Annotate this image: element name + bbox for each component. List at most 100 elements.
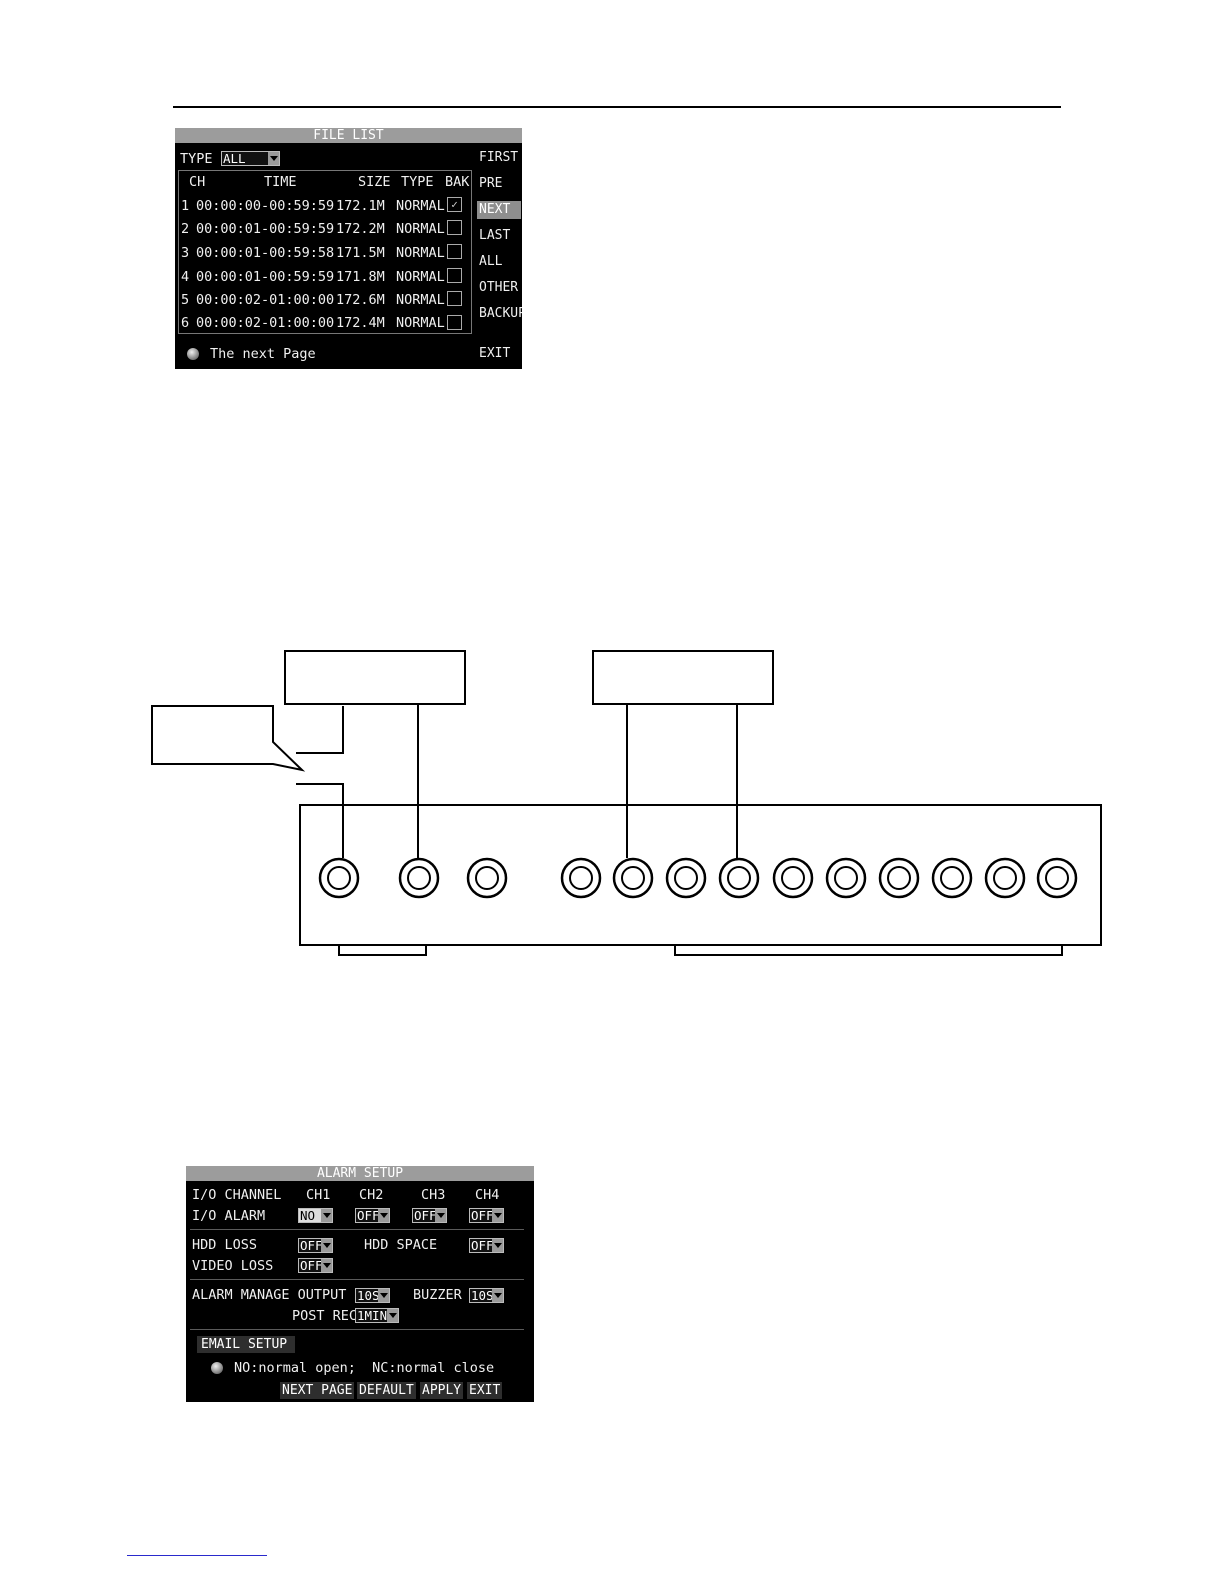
io-alarm-ch2-value: OFF [357, 1208, 380, 1223]
io-alarm-ch4-value: OFF [471, 1208, 494, 1223]
io-alarm-ch1-dropdown[interactable]: NO [298, 1208, 333, 1223]
divider [190, 1229, 524, 1230]
all-button[interactable]: ALL [479, 254, 503, 269]
buzzer-value: 10S [471, 1288, 494, 1303]
type-filter-label: TYPE [180, 151, 213, 167]
leader-line [296, 783, 344, 858]
panel-button-3 [466, 857, 508, 899]
video-loss-dropdown[interactable]: OFF [298, 1258, 333, 1273]
type-filter-value: ALL [223, 151, 246, 166]
exit-button[interactable]: EXIT [467, 1382, 503, 1399]
hdd-space-dropdown[interactable]: OFF [469, 1238, 504, 1253]
chevron-down-icon [378, 1289, 389, 1302]
hdd-loss-dropdown[interactable]: OFF [298, 1238, 333, 1253]
hint-text: NO:normal open; NC:normal close [234, 1360, 495, 1376]
email-setup-button[interactable]: EMAIL SETUP [197, 1336, 296, 1353]
io-alarm-ch3-dropdown[interactable]: OFF [412, 1208, 447, 1223]
panel-button-12 [984, 857, 1026, 899]
buzzer-dropdown[interactable]: 10S [469, 1288, 504, 1303]
panel-button-10 [878, 857, 920, 899]
chevron-down-icon [321, 1259, 332, 1272]
backup-checkbox[interactable] [447, 268, 462, 283]
next-button[interactable]: NEXT [477, 201, 521, 219]
row-time: 00:00:01-00:59:59 [196, 221, 335, 237]
table-row[interactable]: 6 00:00:02-01:00:00 172.4M NORMAL [179, 314, 471, 334]
file-list-title: FILE LIST [175, 128, 522, 143]
exit-button[interactable]: EXIT [479, 346, 511, 361]
row-type: NORMAL [396, 245, 445, 261]
panel-button-2 [398, 857, 440, 899]
table-row[interactable]: 1 00:00:00-00:59:59 172.1M NORMAL ✓ [179, 196, 471, 218]
io-alarm-label: I/O ALARM [192, 1208, 266, 1224]
chevron-down-icon [321, 1209, 332, 1222]
device-foot-left [338, 945, 427, 956]
buzzer-label: BUZZER [413, 1287, 462, 1303]
table-row[interactable]: 4 00:00:01-00:59:59 171.8M NORMAL [179, 267, 471, 289]
post-rec-dropdown[interactable]: 1MIN [355, 1308, 399, 1323]
table-row[interactable]: 3 00:00:01-00:59:58 171.5M NORMAL [179, 243, 471, 265]
first-button[interactable]: FIRST [479, 150, 519, 165]
chevron-down-icon [492, 1209, 503, 1222]
backup-checkbox[interactable]: ✓ [447, 197, 462, 212]
header-rule [173, 106, 1061, 108]
backup-checkbox[interactable] [447, 315, 462, 330]
chevron-down-icon [492, 1239, 503, 1252]
next-page-button[interactable]: NEXT PAGE [280, 1382, 355, 1399]
table-row[interactable]: 2 00:00:01-00:59:59 172.2M NORMAL [179, 219, 471, 241]
alarm-manage-output-dropdown[interactable]: 10S [355, 1288, 390, 1303]
io-channel-label: I/O CHANNEL [192, 1187, 282, 1203]
io-alarm-ch4-dropdown[interactable]: OFF [469, 1208, 504, 1223]
hint-text: The next Page [210, 346, 316, 362]
backup-checkbox[interactable] [447, 291, 462, 306]
hdd-space-value: OFF [471, 1238, 494, 1253]
backup-button[interactable]: BACKUP [479, 306, 522, 321]
other-button[interactable]: OTHER [479, 280, 519, 295]
row-size: 171.5M [336, 245, 385, 261]
info-bullet-icon [211, 1362, 223, 1374]
video-loss-value: OFF [300, 1258, 323, 1273]
post-rec-label: POST REC [292, 1308, 358, 1324]
footer-link-underline [127, 1555, 267, 1556]
row-time: 00:00:02-01:00:00 [196, 315, 335, 331]
row-ch: 3 [181, 245, 190, 261]
last-button[interactable]: LAST [479, 228, 511, 243]
channel-header-ch4: CH4 [475, 1187, 500, 1203]
row-ch: 2 [181, 221, 190, 237]
pre-button[interactable]: PRE [479, 176, 503, 191]
channel-header-ch3: CH3 [421, 1187, 446, 1203]
file-list-screen: FILE LIST TYPE ALL CH TIME SIZE TYPE BAK… [175, 128, 522, 369]
chevron-down-icon [378, 1209, 389, 1222]
row-time: 00:00:01-00:59:58 [196, 245, 335, 261]
chevron-down-icon [435, 1209, 446, 1222]
col-header-ch: CH [189, 174, 206, 190]
apply-button[interactable]: APPLY [420, 1382, 464, 1399]
row-type: NORMAL [396, 292, 445, 308]
callout-speech-bubble [151, 705, 306, 772]
row-type: NORMAL [396, 198, 445, 214]
backup-checkbox[interactable] [447, 244, 462, 259]
alarm-setup-title: ALARM SETUP [186, 1166, 534, 1181]
post-rec-value: 1MIN [357, 1308, 388, 1323]
col-header-time: TIME [264, 174, 297, 190]
info-bullet-icon [187, 348, 199, 360]
chevron-down-icon [268, 152, 279, 165]
callout-box-right [592, 650, 774, 705]
chevron-down-icon [387, 1309, 398, 1322]
type-filter-dropdown[interactable]: ALL [221, 151, 280, 166]
divider [190, 1279, 524, 1280]
device-front-panel [299, 804, 1102, 946]
col-header-type: TYPE [401, 174, 434, 190]
backup-checkbox[interactable] [447, 220, 462, 235]
hdd-space-label: HDD SPACE [364, 1237, 438, 1253]
table-row[interactable]: 5 00:00:02-01:00:00 172.6M NORMAL [179, 290, 471, 312]
row-ch: 1 [181, 198, 190, 214]
alarm-manage-output-label: ALARM MANAGE OUTPUT [192, 1287, 347, 1303]
io-alarm-ch1-value: NO [300, 1208, 316, 1223]
channel-header-ch2: CH2 [359, 1187, 384, 1203]
row-size: 171.8M [336, 269, 385, 285]
row-ch: 4 [181, 269, 190, 285]
row-size: 172.6M [336, 292, 385, 308]
row-ch: 6 [181, 315, 190, 331]
io-alarm-ch2-dropdown[interactable]: OFF [355, 1208, 390, 1223]
default-button[interactable]: DEFAULT [357, 1382, 416, 1399]
